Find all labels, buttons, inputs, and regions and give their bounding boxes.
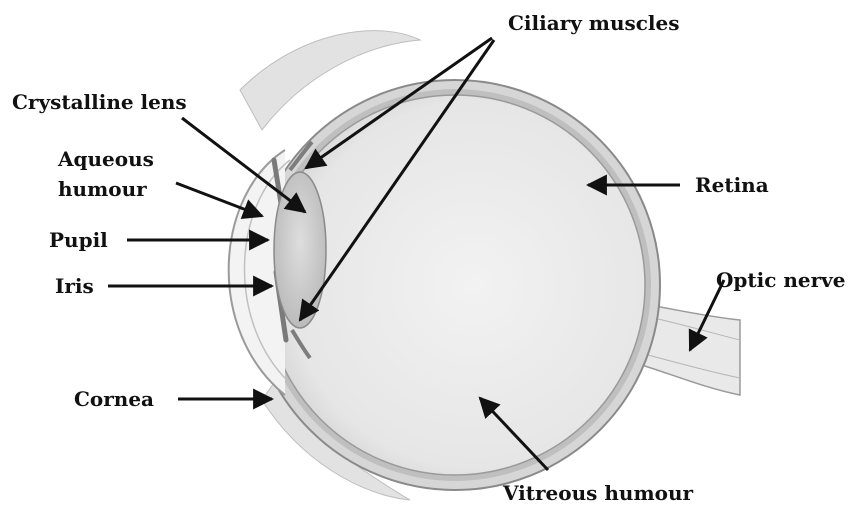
label-optic-nerve: Optic nerve: [716, 268, 846, 292]
label-retina: Retina: [695, 173, 769, 197]
label-ciliary-muscles: Ciliary muscles: [508, 11, 680, 35]
label-iris: Iris: [55, 274, 94, 298]
label-aqueous-line1: Aqueous: [57, 147, 154, 171]
label-crystalline-lens: Crystalline lens: [12, 90, 187, 114]
label-cornea: Cornea: [74, 387, 154, 411]
label-vitreous-humour: Vitreous humour: [502, 481, 693, 505]
label-aqueous-line2: humour: [58, 177, 147, 201]
label-pupil: Pupil: [49, 228, 108, 252]
